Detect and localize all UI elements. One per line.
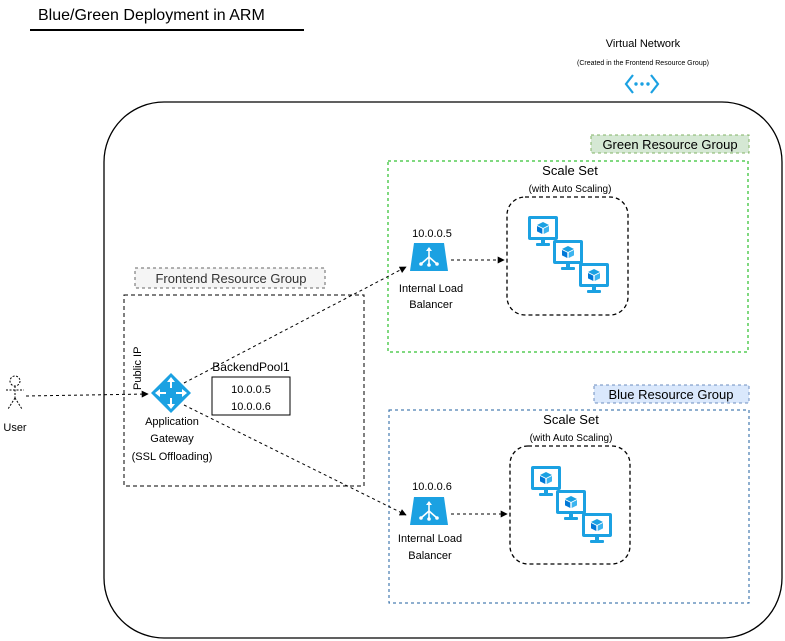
backend-pool-ip-2: 10.0.0.6	[231, 401, 271, 413]
green-resource-group-badge	[590, 134, 750, 154]
green-lb-label-line1: Internal Load	[399, 283, 463, 295]
vnet-sublabel: (Created in the Frontend Resource Group)	[577, 60, 709, 67]
blue-scale-set-sublabel: (with Auto Scaling)	[530, 433, 613, 444]
green-lb-label-line2: Balancer	[409, 299, 453, 311]
green-scale-set-label: Scale Set	[542, 163, 598, 178]
gateway-label-line3: (SSL Offloading)	[132, 451, 213, 463]
vnet-label: Virtual Network	[606, 38, 681, 50]
frontend-resource-group-badge	[134, 267, 326, 289]
application-gateway-icon	[151, 373, 191, 413]
frontend-resource-group-box	[123, 294, 365, 487]
virtual-network-icon	[624, 74, 660, 94]
green-scale-set-sublabel: (with Auto Scaling)	[529, 184, 612, 195]
green-scale-set-box	[506, 196, 629, 316]
public-ip-label: Public IP	[132, 347, 144, 390]
blue-lb-label-line1: Internal Load	[398, 533, 462, 545]
backend-pool-label: BackendPool1	[212, 360, 290, 374]
backend-pool-ip-1: 10.0.0.5	[231, 384, 271, 396]
green-lb-ip: 10.0.0.5	[412, 228, 452, 240]
diagram-title: Blue/Green Deployment in ARM	[38, 7, 265, 24]
gateway-label-line1: Application	[145, 416, 199, 428]
user-to-gateway-arrow	[25, 390, 149, 398]
blue-lb-ip: 10.0.0.6	[412, 481, 452, 493]
blue-vm-icon-2	[556, 490, 586, 520]
virtual-network-boundary	[103, 101, 783, 639]
green-load-balancer-icon	[409, 242, 449, 272]
backend-pool-box	[211, 376, 291, 416]
frontend-resource-group-label: Frontend Resource Group	[155, 271, 306, 286]
green-vm-icon-3	[579, 263, 609, 293]
blue-resource-group-badge	[593, 384, 750, 404]
user-label: User	[3, 422, 27, 434]
gateway-to-blue-lb-arrow	[183, 404, 407, 516]
green-vm-icon-2	[553, 240, 583, 270]
blue-scale-set-box	[509, 445, 631, 565]
green-resource-group-box	[387, 160, 749, 353]
blue-load-balancer-icon	[409, 496, 449, 526]
gateway-label-line2: Gateway	[150, 433, 194, 445]
blue-scale-set-label: Scale Set	[543, 412, 599, 427]
green-resource-group-label: Green Resource Group	[602, 137, 737, 152]
blue-lb-label-line2: Balancer	[408, 550, 452, 562]
blue-resource-group-label: Blue Resource Group	[608, 387, 733, 402]
user-icon	[6, 375, 24, 410]
blue-vm-icon-3	[582, 513, 612, 543]
